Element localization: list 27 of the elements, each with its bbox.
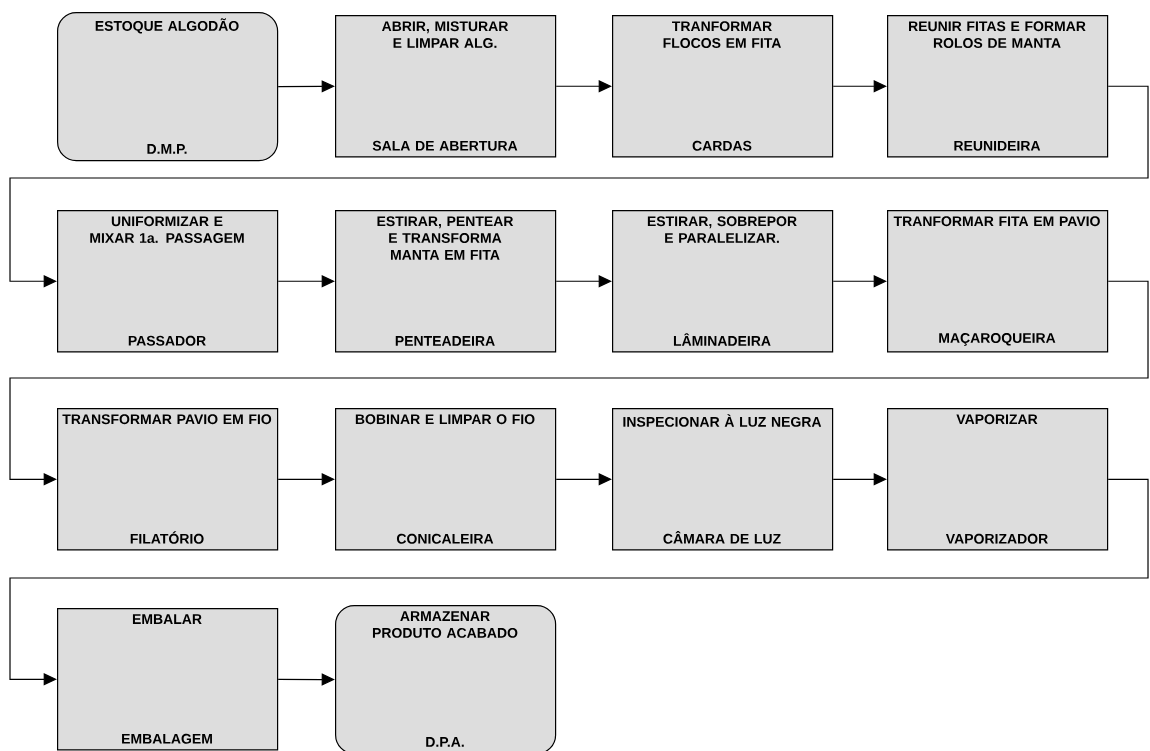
process-box: BOBINAR E LIMPAR O FIO CONICALEIRA (335, 408, 557, 551)
arrow (555, 473, 612, 486)
arrow (832, 275, 887, 288)
process-box: INSPECIONAR À LUZ NEGRA CÂMARA DE LUZ (612, 408, 834, 551)
process-box: TRANFORMAR FITA EM PAVIO MAÇAROQUEIRA (887, 210, 1109, 353)
terminal-box: ARMAZENAR PRODUTO ACABADO D.P.A. (335, 605, 557, 751)
arrow (832, 473, 887, 486)
arrow (9, 85, 1149, 288)
arrow (555, 275, 612, 288)
arrow (277, 275, 335, 288)
arrow (832, 80, 887, 93)
process-box: EMBALAR EMBALAGEM (57, 608, 279, 751)
process-box: TRANSFORMAR PAVIO EM FIO FILATÓRIO (57, 408, 279, 551)
arrow (277, 673, 335, 686)
process-box: VAPORIZAR VAPORIZADOR (887, 408, 1109, 551)
arrow (555, 80, 612, 93)
arrow (9, 280, 1149, 486)
terminal-box: ESTOQUE ALGODÃO D.M.P. (57, 12, 279, 162)
process-box: REUNIR FITAS E FORMAR ROLOS DE MANTA REUNIDEIRA (887, 15, 1109, 158)
process-box: ESTIRAR, SOBREPOR E PARALELIZAR. LÂMINADEIRA (612, 210, 834, 353)
arrow (277, 80, 335, 93)
process-box: ABRIR, MISTURAR E LIMPAR ALG. SALA DE ABERTURA (335, 15, 557, 158)
process-box: UNIFORMIZAR E MIXAR 1a. PASSAGEM PASSADOR (57, 210, 279, 353)
arrow (277, 473, 335, 486)
process-box: ESTIRAR, PENTEAR E TRANSFORMA MANTA EM FITA PENTEADEIRA (335, 210, 557, 353)
arrow (9, 478, 1149, 686)
process-box: TRANFORMAR FLOCOS EM FITA CARDAS (612, 15, 834, 158)
